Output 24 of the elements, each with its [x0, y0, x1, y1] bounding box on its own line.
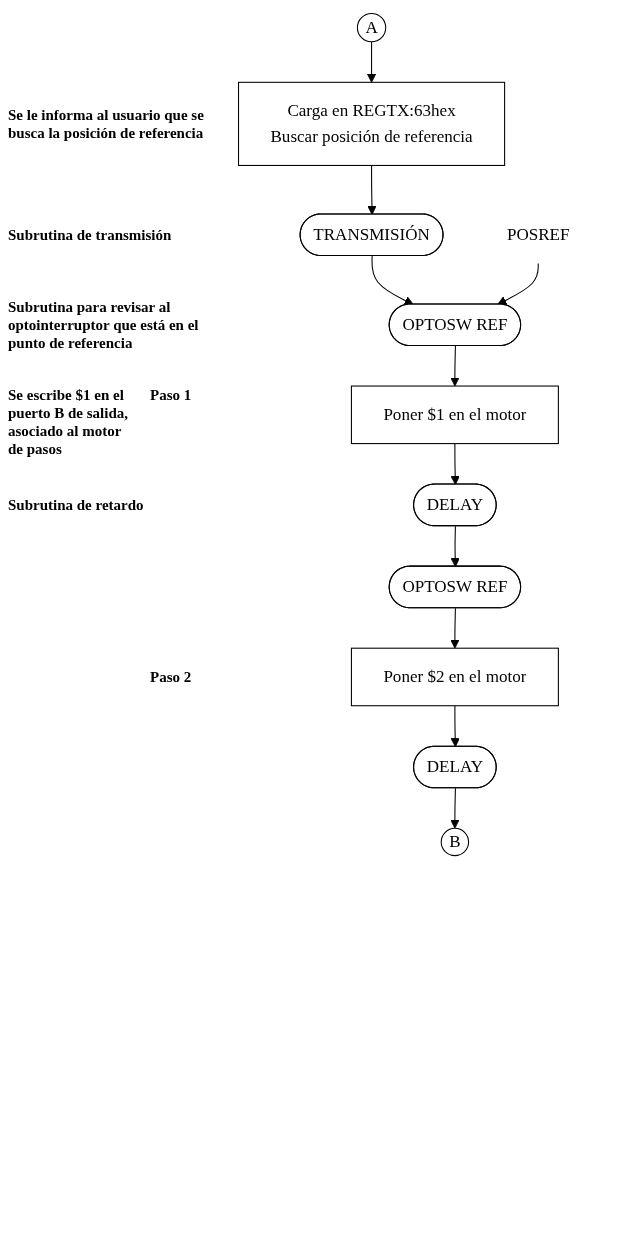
arrow	[450, 705, 460, 748]
note-text: Subrutina para revisar al optointerruptor que está en el punto de referencia	[8, 297, 200, 352]
arrow	[450, 787, 460, 829]
step-label: Paso 2	[150, 667, 193, 686]
arrow	[366, 41, 377, 83]
node-circle	[440, 827, 470, 857]
node-box	[238, 81, 506, 166]
node-text: POSREF	[506, 225, 570, 244]
arrow	[497, 262, 539, 305]
step-label: Paso 1	[150, 386, 193, 405]
arrow	[450, 443, 460, 486]
node-box	[350, 647, 559, 707]
note-text: Subrutina de transmisión	[8, 225, 173, 244]
arrow	[450, 345, 460, 387]
arrow	[450, 607, 460, 649]
arrow	[367, 164, 377, 215]
node-box	[350, 385, 559, 445]
arrow	[371, 255, 414, 305]
node-circle	[356, 13, 387, 43]
note-text: Subrutina de retardo	[8, 495, 145, 514]
note-text: Se le informa al usuario que se busca la posición de referencia	[8, 105, 205, 142]
arrow	[450, 525, 460, 568]
flowchart-drawing: A Carga en REGTX:63hex Buscar posición de referencia TRANSMISIÓN POSREF OPTOSW REF Poner $1 en el motor DELAY OPTOSW REF Poner $2 en el motor DELAY B	[230, 5, 610, 1240]
note-text: Se escribe $1 en el puerto B de salida, asociado al motor de pasos	[8, 386, 129, 459]
